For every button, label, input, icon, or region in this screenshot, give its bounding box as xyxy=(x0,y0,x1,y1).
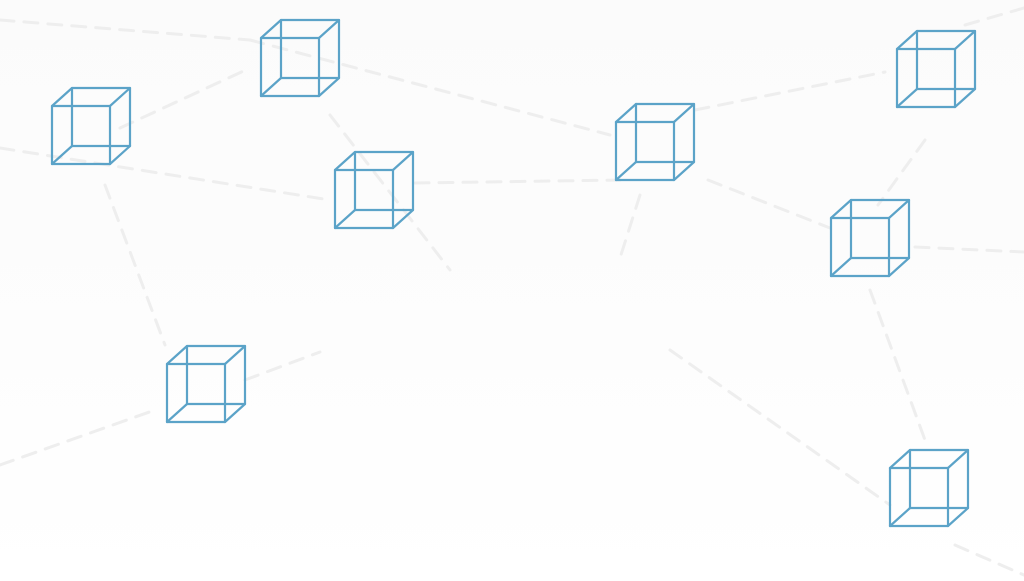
cube-front-face xyxy=(165,362,227,424)
wireframe-cube-icon xyxy=(333,150,415,230)
cube-front-face xyxy=(333,168,395,230)
cube-depth-edge xyxy=(317,18,341,40)
connector-line-1 xyxy=(0,18,252,42)
wireframe-cube-icon xyxy=(888,448,970,528)
cube-depth-edge xyxy=(672,102,696,124)
cube-depth-edge xyxy=(887,198,911,220)
cube-depth-edge xyxy=(108,86,132,108)
connector-line-10 xyxy=(693,70,887,112)
cube-depth-edge xyxy=(953,29,977,51)
wireframe-cube-icon xyxy=(50,86,132,166)
connector-line-3 xyxy=(0,146,332,202)
connector-line-18 xyxy=(953,543,1024,577)
cube-front-face xyxy=(259,36,321,98)
cube-back-face xyxy=(908,448,970,510)
cube-back-face xyxy=(279,18,341,80)
cube-depth-edge xyxy=(614,160,638,182)
cube-front-face xyxy=(829,216,891,278)
cube-back-face xyxy=(915,29,977,91)
cube-depth-edge xyxy=(895,87,919,109)
cube-back-face xyxy=(353,150,415,212)
cube-depth-edge xyxy=(333,208,357,230)
cube-depth-edge xyxy=(259,18,283,40)
connector-line-15 xyxy=(913,245,1024,254)
connector-line-14 xyxy=(876,138,927,207)
cube-depth-edge xyxy=(50,86,74,108)
connector-line-6 xyxy=(103,183,167,347)
cube-back-face xyxy=(185,344,247,406)
connector-line-17 xyxy=(668,348,892,507)
connector-line-13 xyxy=(706,178,832,230)
cube-depth-edge xyxy=(223,402,247,424)
cube-depth-edge xyxy=(672,160,696,182)
cube-depth-edge xyxy=(829,256,853,278)
cube-depth-edge xyxy=(888,506,912,528)
connector-line-9 xyxy=(413,178,622,185)
connector-line-2 xyxy=(248,38,612,137)
cube-depth-edge xyxy=(333,150,357,172)
cube-depth-edge xyxy=(108,144,132,166)
cube-front-face xyxy=(50,104,112,166)
connector-line-7 xyxy=(0,408,157,467)
cube-front-face xyxy=(888,466,950,528)
cube-depth-edge xyxy=(50,144,74,166)
wireframe-cube-icon xyxy=(165,344,247,424)
connector-line-11 xyxy=(963,6,1024,27)
wireframe-cube-icon xyxy=(829,198,911,278)
cube-depth-edge xyxy=(391,150,415,172)
connector-line-4 xyxy=(118,66,252,130)
cube-depth-edge xyxy=(953,87,977,109)
wireframe-cube-icon xyxy=(895,29,977,109)
cube-depth-edge xyxy=(887,256,911,278)
connector-line-5 xyxy=(328,113,452,272)
cube-depth-edge xyxy=(614,102,638,124)
cube-depth-edge xyxy=(317,76,341,98)
connector-line-12 xyxy=(618,193,642,260)
cube-depth-edge xyxy=(888,448,912,470)
cube-depth-edge xyxy=(165,344,189,366)
cube-depth-edge xyxy=(829,198,853,220)
cube-back-face xyxy=(634,102,696,164)
connector-lines xyxy=(0,6,1024,577)
cube-depth-edge xyxy=(895,29,919,51)
cube-depth-edge xyxy=(946,506,970,528)
cube-front-face xyxy=(895,47,957,109)
connector-line-8 xyxy=(243,350,322,382)
cube-front-face xyxy=(614,120,676,182)
cube-back-face xyxy=(70,86,132,148)
cube-nodes xyxy=(50,18,977,528)
cube-back-face xyxy=(849,198,911,260)
connector-line-16 xyxy=(868,288,927,442)
cube-depth-edge xyxy=(391,208,415,230)
wireframe-cube-icon xyxy=(259,18,341,98)
cube-depth-edge xyxy=(223,344,247,366)
cube-depth-edge xyxy=(165,402,189,424)
wireframe-cube-icon xyxy=(614,102,696,182)
cube-depth-edge xyxy=(259,76,283,98)
cube-depth-edge xyxy=(946,448,970,470)
